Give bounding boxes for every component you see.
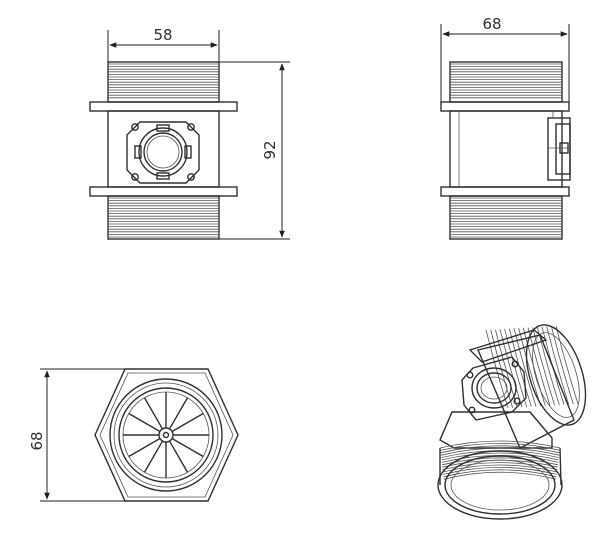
- front-view: 58 92: [89, 26, 290, 240]
- iso-sensor-plate: [461, 356, 527, 421]
- side-lower-thread: [449, 195, 563, 240]
- bolt-hole-icon: [187, 173, 195, 181]
- iso-lower-flange: [439, 411, 553, 449]
- front-height-dimension: 92: [219, 61, 290, 240]
- pipe-bore-outer: [109, 378, 223, 492]
- iso-upper-flange: [468, 329, 548, 363]
- bottom-view: 68: [28, 368, 239, 502]
- bolt-hole-icon: [511, 360, 519, 368]
- bolt-hole-icon: [131, 173, 139, 181]
- side-body: [449, 110, 563, 188]
- bolt-hole-icon: [468, 406, 476, 414]
- impeller-icon: [123, 392, 209, 478]
- front-upper-flange: [89, 101, 238, 112]
- pipe-bore-inner: [118, 387, 214, 483]
- bottom-height-label: 68: [28, 431, 46, 450]
- side-width-dimension: 68: [440, 15, 570, 102]
- side-width-label: 68: [482, 15, 501, 33]
- bottom-height-dimension: 68: [28, 368, 125, 502]
- side-upper-flange: [440, 101, 570, 112]
- front-height-label: 92: [261, 140, 279, 159]
- impeller-hub: [158, 427, 174, 443]
- front-lower-flange: [89, 186, 238, 197]
- isometric-view: [437, 324, 587, 520]
- front-width-dimension: 58: [107, 26, 220, 62]
- front-sensor-plate: [126, 121, 200, 184]
- front-width-label: 58: [153, 26, 172, 44]
- side-view: 68: [440, 15, 571, 240]
- bolt-hole-icon: [513, 397, 521, 405]
- iso-front-opening: [437, 450, 563, 520]
- bolt-hole-icon: [466, 371, 474, 379]
- side-sensor-boss: [458, 111, 571, 187]
- bolt-hole-icon: [131, 123, 139, 131]
- hex-outline: [94, 368, 239, 502]
- front-lower-thread: [107, 195, 220, 240]
- side-lower-flange: [440, 186, 570, 197]
- iso-body: [477, 334, 575, 449]
- bolt-hole-icon: [187, 123, 195, 131]
